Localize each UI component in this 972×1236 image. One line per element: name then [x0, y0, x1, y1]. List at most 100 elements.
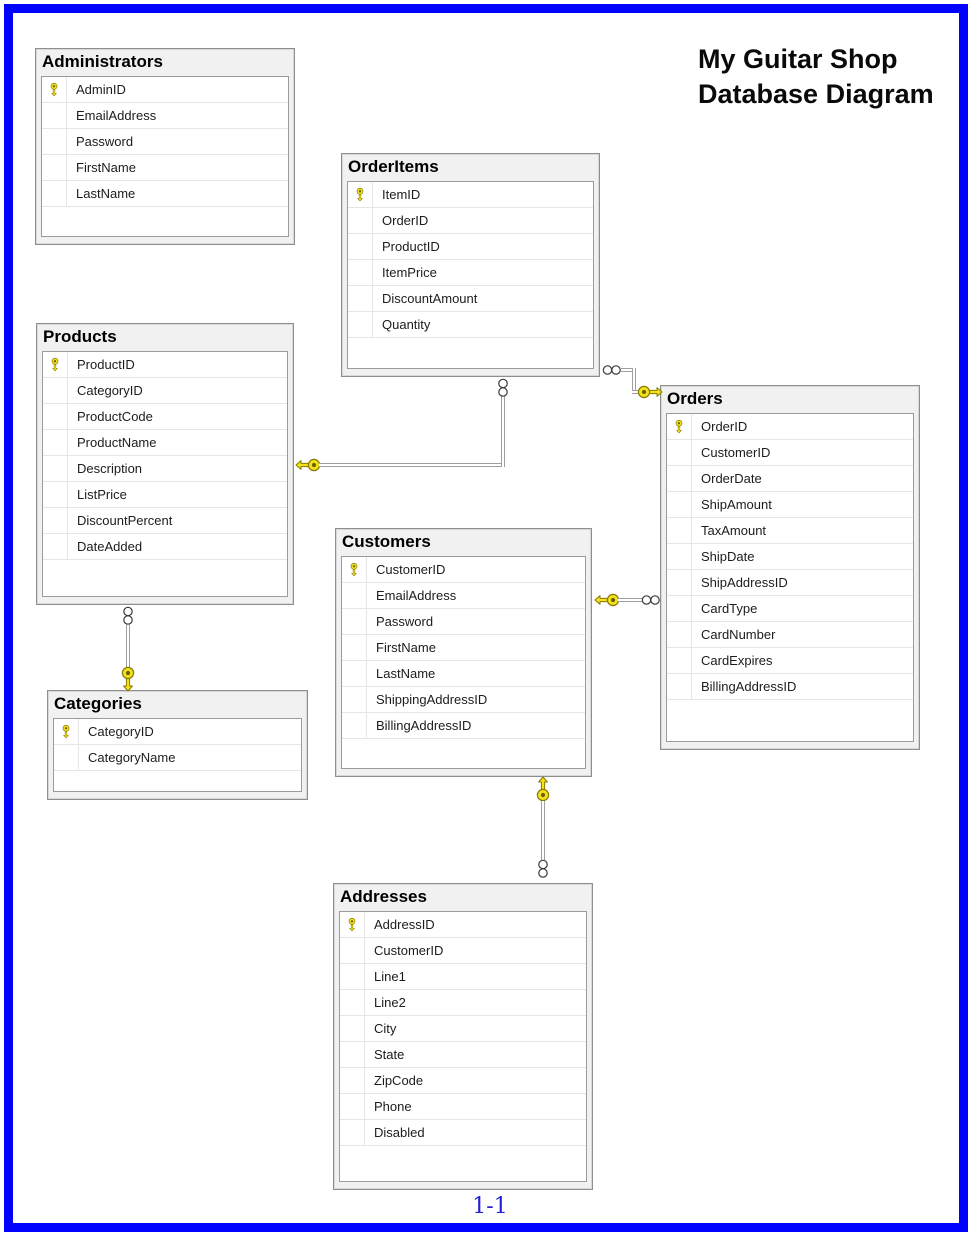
field-row[interactable]: CategoryName: [54, 745, 301, 771]
field-row[interactable]: LastName: [342, 661, 585, 687]
field-row[interactable]: OrderID: [667, 414, 913, 440]
relationship-line[interactable]: [541, 801, 545, 860]
many-infinity-icon: [123, 606, 133, 625]
field-row[interactable]: ProductID: [43, 352, 287, 378]
diagram-title-line2: Database Diagram: [698, 79, 934, 109]
field-row[interactable]: State: [340, 1042, 586, 1068]
field-name: CardExpires: [701, 653, 773, 668]
field-grid: AddressID CustomerID Line1 Line2: [339, 911, 587, 1182]
field-grid: ProductID CategoryID ProductCode Product…: [42, 351, 288, 597]
field-row[interactable]: EmailAddress: [42, 103, 288, 129]
field-row[interactable]: ZipCode: [340, 1068, 586, 1094]
field-row[interactable]: Password: [342, 609, 585, 635]
field-row[interactable]: Quantity: [348, 312, 593, 338]
key-cell: [667, 648, 692, 673]
field-row[interactable]: DateAdded: [43, 534, 287, 560]
field-row[interactable]: ItemPrice: [348, 260, 593, 286]
key-cell: [54, 745, 79, 770]
field-name: TaxAmount: [701, 523, 767, 538]
field-row[interactable]: Password: [42, 129, 288, 155]
one-key-icon: [536, 776, 550, 802]
field-row[interactable]: AddressID: [340, 912, 586, 938]
relationship-line[interactable]: [319, 463, 505, 467]
field-name: EmailAddress: [76, 108, 157, 123]
field-row[interactable]: CustomerID: [667, 440, 913, 466]
field-name: BillingAddressID: [376, 718, 472, 733]
field-row[interactable]: DiscountPercent: [43, 508, 287, 534]
table-administrators[interactable]: Administrators AdminID EmailAddress Pass…: [35, 48, 295, 245]
field-row[interactable]: CardNumber: [667, 622, 913, 648]
key-cell: [348, 182, 373, 207]
field-row[interactable]: AdminID: [42, 77, 288, 103]
field-row[interactable]: CardType: [667, 596, 913, 622]
field-row[interactable]: CategoryID: [54, 719, 301, 745]
field-row[interactable]: CardExpires: [667, 648, 913, 674]
field-row[interactable]: ShipAmount: [667, 492, 913, 518]
field-row[interactable]: ProductID: [348, 234, 593, 260]
relationship-line[interactable]: [501, 396, 505, 467]
key-cell: [342, 661, 367, 686]
table-customers[interactable]: Customers CustomerID EmailAddress Passwo…: [335, 528, 592, 777]
field-name: AdminID: [76, 82, 126, 97]
field-name: Password: [376, 614, 434, 629]
field-row[interactable]: Disabled: [340, 1120, 586, 1146]
field-name: CategoryID: [77, 383, 143, 398]
field-row[interactable]: CategoryID: [43, 378, 287, 404]
field-name: OrderDate: [701, 471, 762, 486]
key-cell: [43, 404, 68, 429]
field-row[interactable]: ShipDate: [667, 544, 913, 570]
field-row[interactable]: ProductCode: [43, 404, 287, 430]
key-cell: [43, 430, 68, 455]
one-key-icon: [295, 458, 321, 472]
primary-key-icon: [62, 724, 70, 739]
field-row[interactable]: Line2: [340, 990, 586, 1016]
field-name: EmailAddress: [376, 588, 457, 603]
field-row[interactable]: OrderID: [348, 208, 593, 234]
relationship-line[interactable]: [618, 598, 644, 602]
page-number: 1-1: [472, 1194, 508, 1219]
relationship-line[interactable]: [126, 625, 130, 671]
field-row[interactable]: ListPrice: [43, 482, 287, 508]
field-row[interactable]: BillingAddressID: [342, 713, 585, 739]
field-row[interactable]: CustomerID: [340, 938, 586, 964]
key-cell: [340, 912, 365, 937]
table-addresses[interactable]: Addresses AddressID CustomerID Line1: [333, 883, 593, 1190]
field-row[interactable]: FirstName: [342, 635, 585, 661]
relationship-line[interactable]: [621, 368, 636, 372]
many-infinity-icon: [538, 859, 548, 878]
field-row[interactable]: ProductName: [43, 430, 287, 456]
field-row[interactable]: CustomerID: [342, 557, 585, 583]
key-cell: [667, 440, 692, 465]
table-products[interactable]: Products ProductID CategoryID ProductCod…: [36, 323, 294, 605]
field-row[interactable]: City: [340, 1016, 586, 1042]
field-name: ShipDate: [701, 549, 755, 564]
field-row[interactable]: Line1: [340, 964, 586, 990]
table-categories[interactable]: Categories CategoryID CategoryName: [47, 690, 308, 800]
field-row[interactable]: OrderDate: [667, 466, 913, 492]
field-row[interactable]: LastName: [42, 181, 288, 207]
field-row[interactable]: ItemID: [348, 182, 593, 208]
key-cell: [43, 508, 68, 533]
primary-key-icon: [50, 82, 58, 97]
key-cell: [667, 544, 692, 569]
primary-key-icon: [350, 562, 358, 577]
primary-key-icon: [51, 357, 59, 372]
key-cell: [342, 609, 367, 634]
field-row[interactable]: ShippingAddressID: [342, 687, 585, 713]
field-row[interactable]: DiscountAmount: [348, 286, 593, 312]
field-row[interactable]: ShipAddressID: [667, 570, 913, 596]
field-row[interactable]: FirstName: [42, 155, 288, 181]
field-row[interactable]: TaxAmount: [667, 518, 913, 544]
key-cell: [667, 518, 692, 543]
field-row[interactable]: EmailAddress: [342, 583, 585, 609]
key-cell: [340, 990, 365, 1015]
field-row[interactable]: Description: [43, 456, 287, 482]
table-title: Customers: [342, 532, 431, 551]
table-orders[interactable]: Orders OrderID CustomerID OrderDate: [660, 385, 920, 750]
table-orderitems[interactable]: OrderItems ItemID OrderID ProductID: [341, 153, 600, 377]
relationship-line[interactable]: [632, 368, 636, 394]
relationship-line[interactable]: [632, 390, 642, 394]
field-row[interactable]: Phone: [340, 1094, 586, 1120]
field-row[interactable]: BillingAddressID: [667, 674, 913, 700]
key-cell: [342, 557, 367, 582]
